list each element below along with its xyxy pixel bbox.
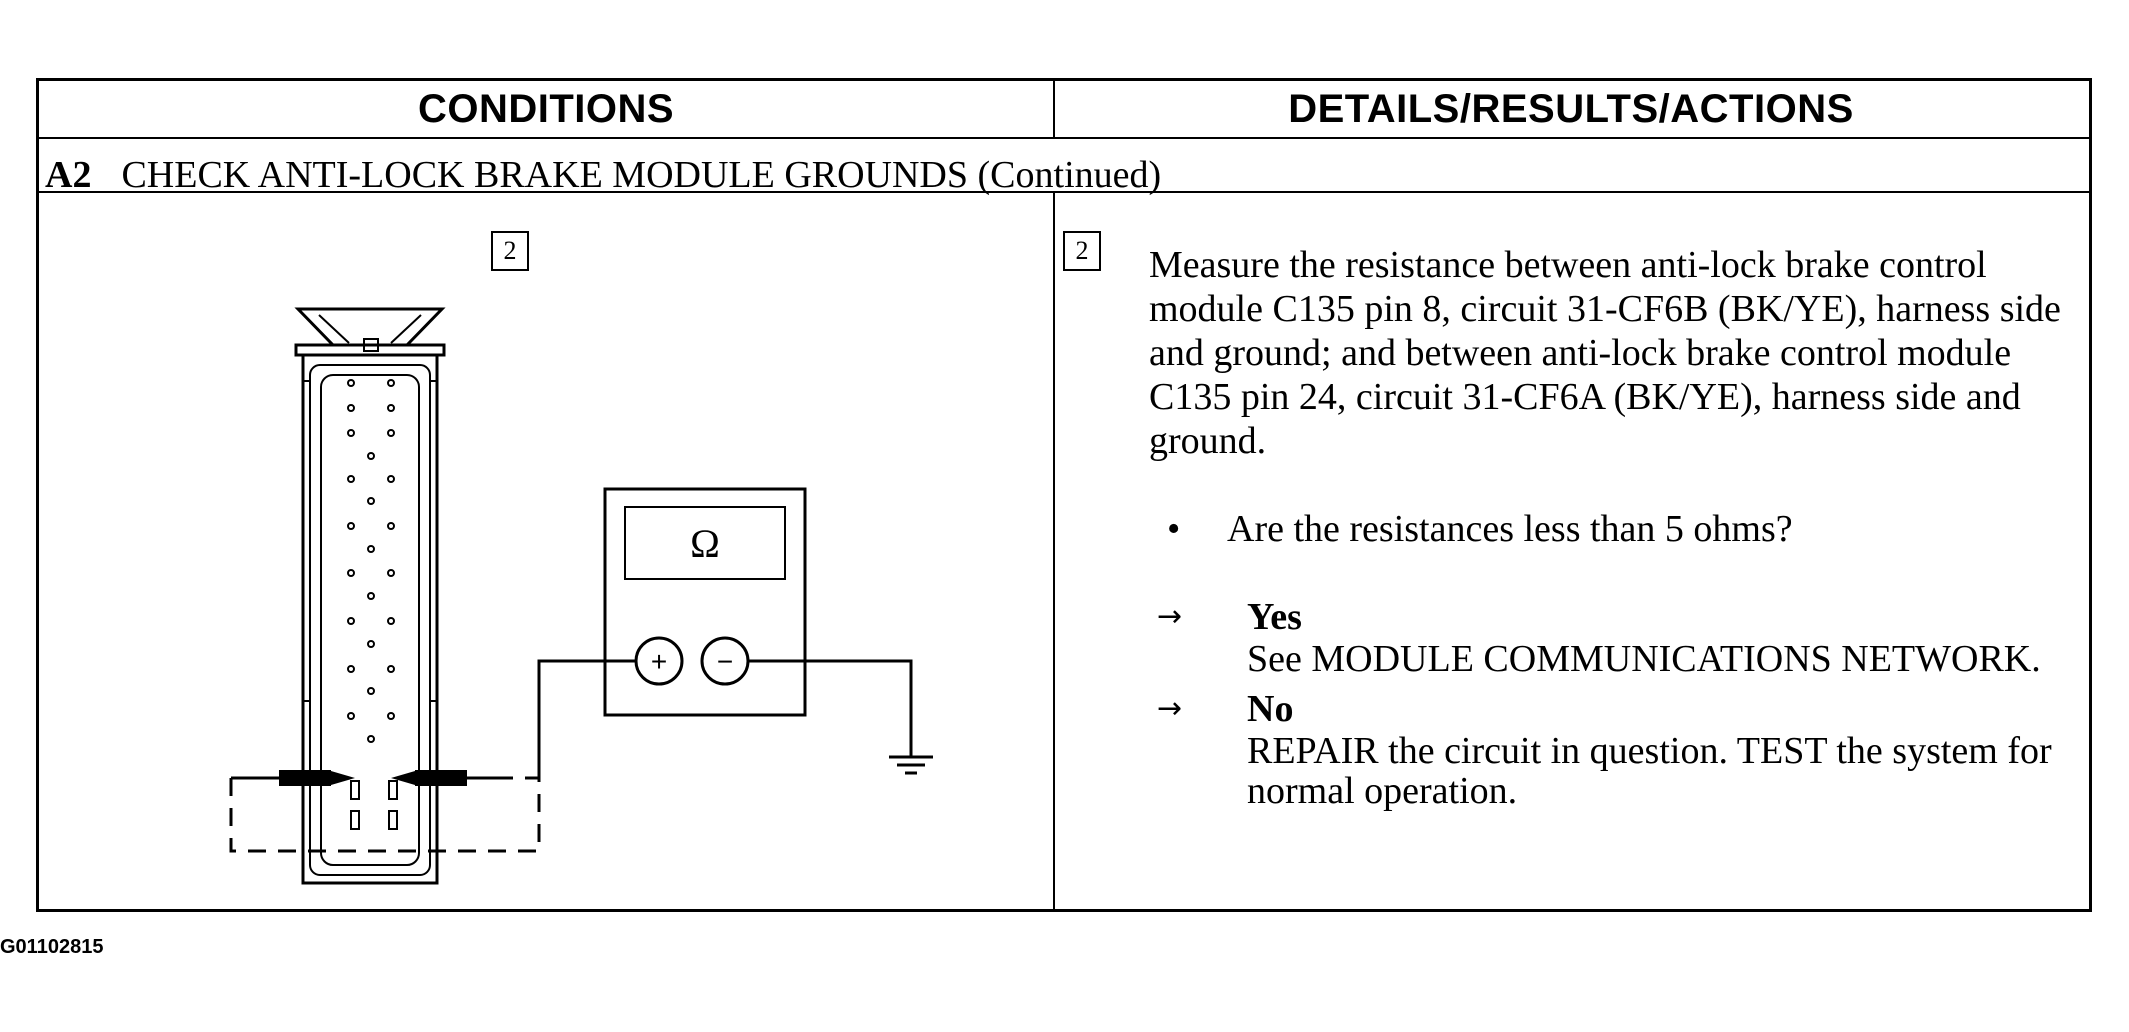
question-text: Are the resistances less than 5 ohms? [1227, 508, 1793, 550]
connector-body [301, 353, 439, 885]
diagram-step-number-box: 2 [491, 231, 529, 271]
question-row: • Are the resistances less than 5 ohms? [1149, 507, 2089, 551]
connector-pin-field [320, 374, 420, 866]
arrow-right-icon: → [1157, 691, 1183, 726]
diagnostic-table: CONDITIONS DETAILS/RESULTS/ACTIONS A2 CH… [36, 78, 2092, 912]
no-action: REPAIR the circuit in question. TEST the… [1247, 730, 2052, 812]
connector-tab [363, 338, 379, 352]
step-title-row: A2 CHECK ANTI-LOCK BRAKE MODULE GROUNDS … [45, 147, 1161, 203]
minus-terminal-label: − [717, 646, 733, 677]
column-divider [1053, 191, 1055, 909]
arrow-right-icon: → [1157, 599, 1183, 634]
yes-action: See MODULE COMMUNICATIONS NETWORK. [1247, 638, 2041, 680]
ohmmeter [603, 487, 807, 717]
ohmmeter-display [624, 506, 786, 580]
test-probes [231, 770, 509, 786]
ohm-symbol: Ω [690, 521, 720, 566]
image-id-label: G01102815 [0, 936, 104, 958]
choice-no: → No REPAIR the circuit in question. TES… [1149, 687, 2089, 811]
connector-latch-ribs [318, 314, 422, 344]
choice-yes: → Yes See MODULE COMMUNICATIONS NETWORK. [1149, 595, 2089, 679]
header-rule [39, 137, 2089, 139]
connector-pin-8 [350, 780, 360, 800]
ohmmeter-plus-jack [634, 636, 684, 686]
measurement-instruction: Measure the resistance between anti-lock… [1149, 244, 2061, 462]
step-title: CHECK ANTI-LOCK BRAKE MODULE GROUNDS (Co… [121, 154, 1162, 196]
no-label: No [1247, 688, 1294, 730]
lead-to-plus-terminal [537, 659, 635, 778]
ohmmeter-body [603, 487, 807, 717]
title-rule [39, 191, 2089, 193]
plus-terminal-label: + [651, 646, 667, 677]
step-code: A2 [45, 154, 92, 196]
ground-icon [889, 755, 933, 775]
probe-leads-dashed [229, 776, 541, 853]
header-conditions: CONDITIONS [417, 86, 675, 131]
details-step-number-box: 2 [1063, 231, 1101, 271]
details-content: Measure the resistance between anti-lock… [1149, 243, 2089, 811]
lead-to-ground [748, 659, 913, 757]
header-details-results-actions: DETAILS/RESULTS/ACTIONS [1288, 86, 1854, 131]
connector-ohmmeter-diagram: Ω + − [229, 307, 933, 885]
connector-inner-outline [309, 364, 431, 876]
connector-pin-24 [388, 780, 398, 800]
yes-label: Yes [1247, 596, 1302, 638]
header-divider [1053, 81, 1055, 137]
bullet-icon: • [1167, 508, 1181, 550]
connector-pin-cavities [347, 379, 395, 743]
